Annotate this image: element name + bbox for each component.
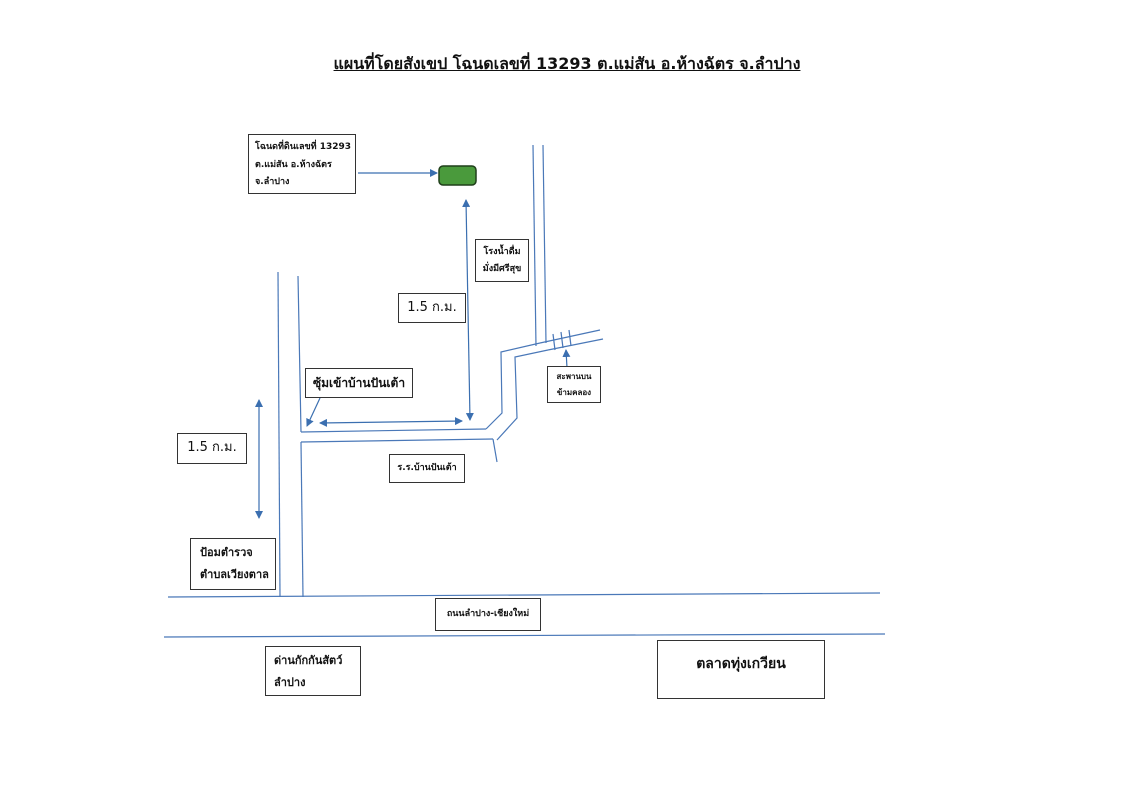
deed-label-line-3: จ.ลำปาง [255,177,290,188]
left-road-edge-1 [277,271,281,598]
deed-label-line-1: โฉนดที่ดินเลขที่ 13293 [255,142,352,152]
market-label: ตลาดทุ่งเกวียน [696,656,786,672]
main-road-top-edge [167,592,881,598]
canal-line-1 [532,144,537,347]
canal-connector-edge-3 [496,349,549,441]
bridge-hatch-3 [568,329,572,347]
soi-label: ซุ้มเข้าบ้านปันเต้า [312,375,406,390]
main-road-label-box: ถนนลำปาง-เชียงใหม่ [435,598,541,631]
police-line-2: ตำบลเวียงตาล [200,568,269,581]
land-parcel [438,165,477,186]
roads [163,144,886,638]
water-plant-line-2: มั่งมีศรีสุข [482,263,522,274]
main-road-bottom-edge [163,633,886,638]
police-line-1: ป้อมตำรวจ [200,546,253,559]
school-label-box: ร.ร.บ้านปันเต้า [389,454,465,483]
soi-road-edge-bottom [300,438,494,443]
soi-label-box: ซุ้มเข้าบ้านปันเต้า [305,368,413,398]
distance-left-label: 1.5 ก.ม. [187,440,237,456]
left-road-edge-3 [300,441,304,598]
market-box: ตลาดทุ่งเกวียน [657,640,825,699]
bridge-line-2: ข้ามคลอง [556,387,592,397]
map-title: แผนที่โดยสังเขป โฉนดเลขที่ 13293 ต.แม่สั… [333,54,801,73]
canal-connector-edge-1 [485,342,541,430]
bridge-hatch-1 [552,333,556,351]
soi-road-edge-top [300,428,487,433]
distance-top-box: 1.5 ก.ม. [398,293,466,323]
bridge-hatch-2 [560,331,564,349]
checkpoint-line-1: ด่านกักกันสัตว์ [274,654,343,667]
vertical-distance-arrow [462,199,474,421]
canal-connector-edge-2 [492,438,498,463]
police-box: ป้อมตำรวจ ตำบลเวียงตาล [190,538,276,590]
deed-label-line-2: ต.แม่สัน อ.ห้างฉัตร [255,159,332,170]
school-label: ร.ร.บ้านปันเต้า [397,462,457,473]
water-plant-line-1: โรงน้ำดื่ม [483,247,521,258]
bridge-pointer-arrow [562,349,571,369]
soi-horizontal-arrow [319,417,463,427]
water-plant-box: โรงน้ำดื่ม มั่งมีศรีสุข [475,239,529,282]
distance-top-label: 1.5 ก.ม. [407,299,457,315]
bridge-label-box: สะพานบน ข้ามคลอง [547,366,601,403]
main-road-label: ถนนลำปาง-เชียงใหม่ [446,608,530,619]
canal-line-2 [542,144,547,344]
soi-pointer-arrow [306,397,321,427]
deed-label-box: โฉนดที่ดินเลขที่ 13293 ต.แม่สัน อ.ห้างฉั… [248,134,356,194]
checkpoint-box: ด่านกักกันสัตว์ ลำปาง [265,646,361,696]
bridge-road-edge-2 [547,338,604,351]
bridge-line-1: สะพานบน [556,371,592,381]
left-road-edge-2 [297,275,302,433]
checkpoint-line-2: ลำปาง [274,676,306,689]
arrows [255,169,571,519]
distance-left-box: 1.5 ก.ม. [177,433,247,464]
